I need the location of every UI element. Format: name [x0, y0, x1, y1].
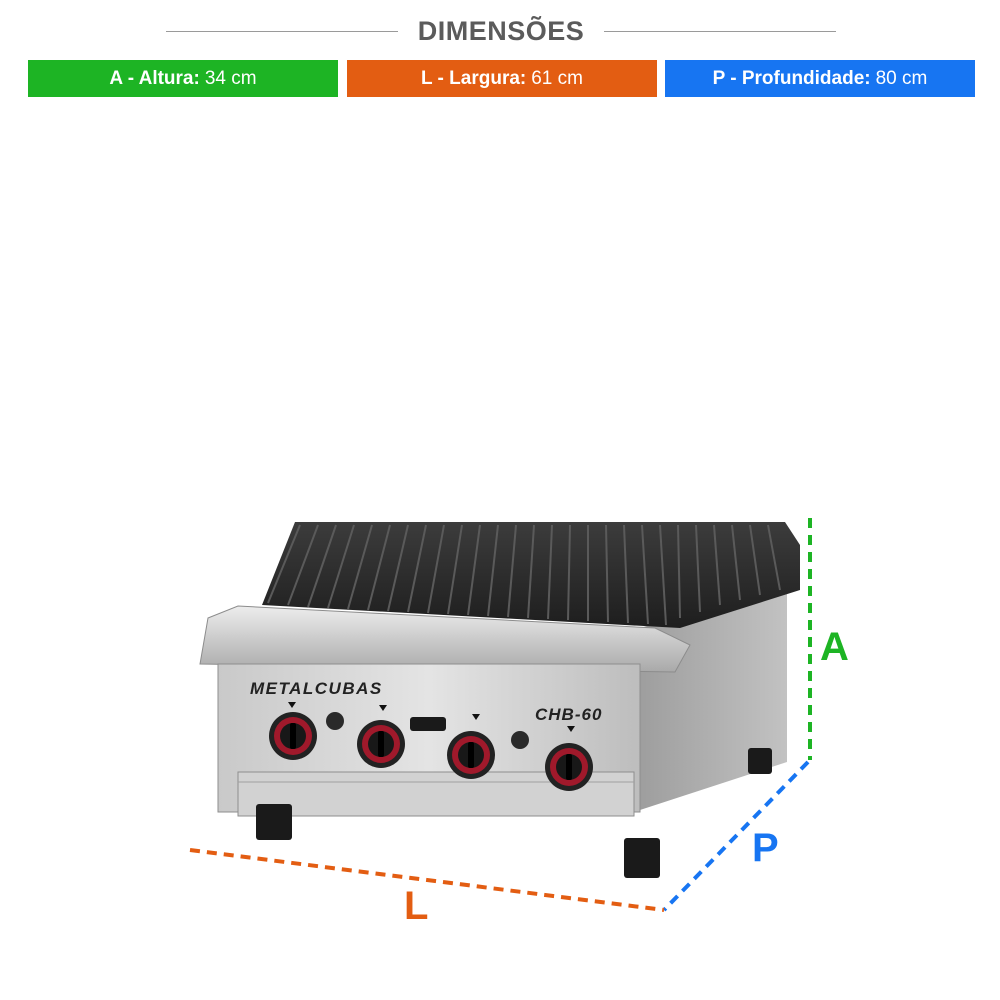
grate-ridges [267, 524, 781, 626]
depth-dimension-bar: P - Profundidade: 80 cm [665, 60, 975, 97]
brand-logo: METALCUBAS [250, 679, 383, 698]
pilot-light-2-icon [511, 731, 529, 749]
dimensions-header: DIMENSÕES [0, 14, 1000, 54]
depth-marker: P [752, 826, 779, 870]
control-knob-1-icon [269, 702, 317, 760]
width-guide-line [189, 848, 665, 912]
leg-rear-right [748, 748, 772, 774]
height-value: 34 cm [204, 67, 257, 89]
width-dimension-bar: L - Largura: 61 cm [347, 60, 657, 97]
width-label: L - Largura: [421, 67, 527, 89]
control-knobs [269, 702, 593, 791]
leg-front-left [256, 804, 292, 840]
pilot-light-1-icon [326, 712, 344, 730]
depth-value: 80 cm [875, 67, 928, 89]
indicator-window [410, 717, 446, 731]
height-label: A - Altura: [109, 67, 200, 89]
model-label: CHB-60 [535, 705, 602, 724]
depth-guide-line [662, 760, 810, 912]
control-knob-4-icon [545, 726, 593, 791]
width-value: 61 cm [531, 67, 583, 89]
depth-label: P - Profundidade: [712, 67, 871, 89]
width-marker: L [404, 884, 429, 928]
height-marker: A [820, 625, 849, 669]
control-knob-2-icon [357, 705, 405, 768]
height-dimension-bar: A - Altura: 34 cm [28, 60, 338, 97]
front-lip [199, 605, 691, 673]
title-divider-left [166, 31, 398, 32]
page-title: DIMENSÕES [417, 16, 585, 46]
title-divider-right [604, 31, 836, 32]
leg-front-right [624, 838, 660, 878]
control-knob-3-icon [447, 714, 495, 779]
